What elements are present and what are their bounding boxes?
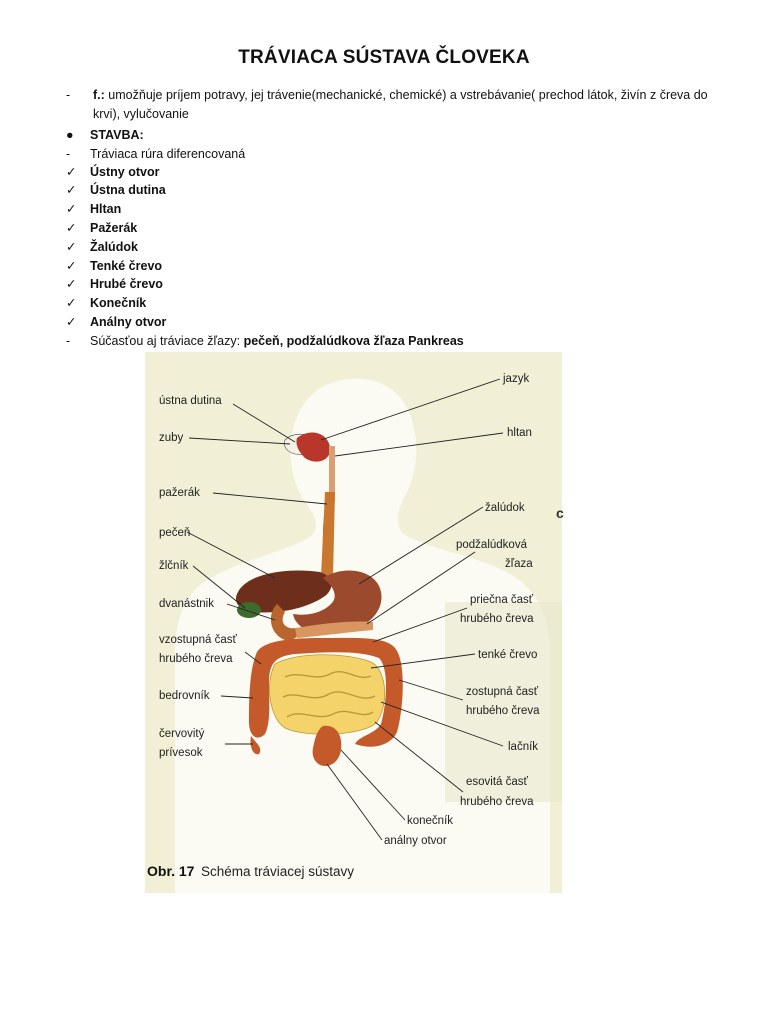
leader-lines (186, 378, 504, 841)
structure-label: STAVBA: (90, 128, 144, 142)
label-esovita-1: esovitá časť (466, 776, 529, 788)
check-icon: ✓ (66, 221, 77, 235)
dot-bullet: ● (66, 128, 74, 142)
glands-line: - Súčasťou aj tráviace žľazy: pečeň, podž… (66, 332, 464, 350)
label-dvanastnik: dvanástnik (159, 598, 214, 610)
large-intestine (249, 637, 403, 747)
check-icon: ✓ (66, 183, 77, 197)
digestive-system-figure: ústna dutina zuby pažerák pečeň žlčník d… (145, 352, 562, 893)
label-esovita-2: hrubého čreva (460, 796, 534, 808)
function-description: umožňuje príjem potravy, jej trávenie(me… (93, 88, 708, 121)
list-item: ✓Pažerák (66, 221, 138, 235)
check-icon: ✓ (66, 259, 77, 273)
check-icon: ✓ (66, 165, 77, 179)
list-item: ✓Hrubé črevo (66, 277, 163, 291)
appendix (250, 736, 261, 755)
label-zaludok: žalúdok (485, 502, 525, 514)
label-podzaludkova-1: podžalúdková (456, 539, 528, 551)
esophagus-tube (321, 492, 335, 577)
pharynx (329, 446, 335, 502)
label-priecna-2: hrubého čreva (460, 613, 534, 625)
list-item: ✓Konečník (66, 296, 147, 310)
label-konecnik: konečník (407, 815, 453, 827)
label-zostupna-2: hrubého čreva (466, 705, 540, 717)
label-pazerak: pažerák (159, 487, 200, 499)
label-ustna-dutina: ústna dutina (159, 395, 222, 407)
structure-heading: ● STAVBA: (66, 126, 144, 144)
label-podzaludkova-2: žľaza (505, 558, 533, 570)
function-line: - f.: umožňuje príjem potravy, jej tráve… (66, 86, 726, 124)
label-lacnik: lačník (508, 741, 538, 753)
page-title: TRÁVIACA SÚSTAVA ČLOVEKA (238, 47, 530, 68)
label-priecna-1: priečna časť (470, 594, 534, 606)
label-hltan: hltan (507, 427, 532, 439)
function-text: f.: umožňuje príjem potravy, jej tráveni… (93, 86, 726, 124)
digestive-diagram: ústna dutina zuby pažerák pečeň žlčník d… (147, 373, 562, 893)
duodenum (270, 604, 299, 641)
list-item: ✓Hltan (66, 202, 122, 216)
side-glyph: c (556, 505, 564, 521)
tract-text: Tráviaca rúra diferencovaná (90, 147, 246, 161)
caption-number: Obr. 17 (147, 863, 195, 879)
glands-text: pečeň, podžalúdkova žľaza Pankreas (243, 334, 464, 348)
label-vzostupna-2: hrubého čreva (159, 653, 233, 665)
check-icon: ✓ (66, 240, 77, 254)
tract-line: - Tráviaca rúra diferencovaná (66, 145, 245, 163)
label-zostupna-1: zostupná časť (466, 686, 539, 698)
dash-bullet: - (66, 88, 71, 102)
check-icon: ✓ (66, 296, 77, 310)
liver (235, 570, 332, 613)
check-icon: ✓ (66, 202, 77, 216)
glands-prefix: Súčasťou aj tráviace žľazy: (90, 334, 241, 348)
label-bedrovnik: bedrovník (159, 690, 210, 702)
list-item: ✓Tenké črevo (66, 259, 163, 273)
check-icon: ✓ (66, 277, 77, 291)
list-item: ✓Ústna dutina (66, 183, 166, 197)
function-prefix: f.: (93, 88, 105, 102)
label-cervovity-2: prívesok (159, 747, 203, 759)
label-vzostupna-1: vzostupná časť (159, 634, 238, 646)
label-analny: análny otvor (384, 835, 447, 847)
caption-text: Schéma tráviacej sústavy (201, 864, 354, 879)
label-cervovity-1: červovitý (159, 728, 205, 740)
label-zuby: zuby (159, 432, 184, 444)
dash-bullet: - (66, 334, 71, 348)
rectum (312, 725, 342, 766)
label-tenke: tenké črevo (478, 649, 537, 661)
intestine-coils (282, 671, 376, 718)
list-item: ✓Análny otvor (66, 315, 167, 329)
label-pecen: pečeň (159, 527, 190, 539)
label-jazyk: jazyk (502, 373, 529, 385)
pancreas (295, 621, 373, 638)
label-zlcnik: žlčník (159, 560, 189, 572)
stomach (293, 570, 382, 635)
dash-bullet: - (66, 147, 71, 161)
list-item: ✓Ústny otvor (66, 165, 160, 179)
shading-panel (445, 602, 562, 802)
list-item: ✓Žalúdok (66, 240, 138, 254)
check-icon: ✓ (66, 315, 77, 329)
